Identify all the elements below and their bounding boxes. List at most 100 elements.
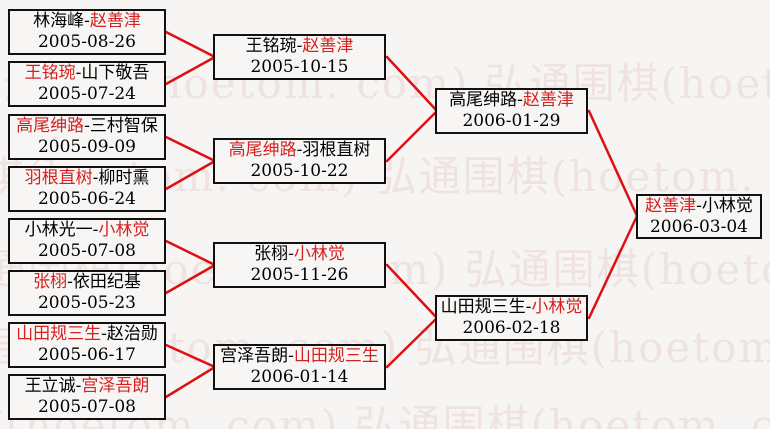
player-name: 高尾绅路 xyxy=(449,90,518,110)
match-players: 羽根直树-柳时熏 xyxy=(10,168,164,189)
match-date: 2005-08-26 xyxy=(37,32,136,52)
player-name: 山田规三生 xyxy=(440,297,526,317)
match-box-round2-3: 张栩-小林觉 2005-11-26 xyxy=(213,242,386,288)
player-name: 宫泽吾朗 xyxy=(220,346,289,366)
player-name: 宫泽吾朗 xyxy=(81,376,150,396)
match-players: 高尾绅路-三村智保 xyxy=(10,116,164,137)
player-name: 三村智保 xyxy=(89,116,158,136)
match-players: 宫泽吾朗-山田规三生 xyxy=(215,346,384,367)
match-players: 张栩-依田纪基 xyxy=(10,272,164,293)
player-name: 王铭琬 xyxy=(24,63,76,83)
player-name: 张栩 xyxy=(254,244,289,264)
match-date: 2005-11-26 xyxy=(250,265,349,285)
player-name: 赵善津 xyxy=(302,36,354,56)
match-date: 2006-03-04 xyxy=(649,216,748,237)
match-box-semifinal-1: 高尾绅路-赵善津 2006-01-29 xyxy=(435,88,588,134)
connector-line xyxy=(587,214,639,320)
connector-line xyxy=(385,316,439,369)
vs-dash: - xyxy=(84,11,90,31)
vs-dash: - xyxy=(75,376,82,396)
connector-line xyxy=(164,263,217,295)
player-name: 高尾绅路 xyxy=(228,140,297,160)
match-date: 2005-07-24 xyxy=(37,84,136,104)
connector-line xyxy=(164,365,217,399)
player-name: 羽根直树 xyxy=(302,140,371,160)
player-name: 高尾绅路 xyxy=(16,116,85,136)
match-box-round1-7: 山田规三生-赵治勋 2005-06-17 xyxy=(8,322,166,368)
match-date: 2006-01-14 xyxy=(250,367,349,387)
match-players: 王铭琬-赵善津 xyxy=(215,36,384,57)
match-date: 2005-07-08 xyxy=(37,241,136,261)
player-name: 张栩 xyxy=(33,272,68,292)
match-box-round1-6: 张栩-依田纪基 2005-05-23 xyxy=(8,270,166,316)
match-date: 2005-10-15 xyxy=(250,57,349,77)
player-name: 赵善津 xyxy=(522,90,574,110)
vs-dash: - xyxy=(92,168,99,188)
player-name: 小林光一 xyxy=(24,220,93,240)
player-name: 山下敬吾 xyxy=(81,63,150,83)
player-name: 小林觉 xyxy=(531,297,583,317)
match-box-final: 赵善津-小林觉 2006-03-04 xyxy=(636,194,762,239)
match-date: 2005-05-23 xyxy=(37,293,136,313)
match-box-round2-1: 王铭琬-赵善津 2005-10-15 xyxy=(213,34,386,80)
player-name: 王铭琬 xyxy=(245,36,297,56)
player-name: 赵善津 xyxy=(89,11,141,31)
connector-line xyxy=(385,263,439,320)
player-name: 小林觉 xyxy=(701,195,753,216)
connector-line xyxy=(164,55,217,86)
vs-dash: - xyxy=(696,195,702,216)
match-date: 2006-02-18 xyxy=(462,318,561,338)
match-box-semifinal-2: 山田规三生-小林觉 2006-02-18 xyxy=(435,295,588,341)
match-players: 山田规三生-小林觉 xyxy=(437,297,586,318)
match-date: 2005-06-24 xyxy=(37,189,136,209)
match-players: 张栩-小林觉 xyxy=(215,244,384,265)
vs-dash: - xyxy=(288,346,294,366)
player-name: 依田纪基 xyxy=(72,272,141,292)
vs-dash: - xyxy=(84,116,90,136)
player-name: 柳时熏 xyxy=(98,168,150,188)
connector-line xyxy=(164,135,217,163)
connector-line xyxy=(385,55,439,113)
match-players: 小林光一-小林觉 xyxy=(10,220,164,241)
match-box-round1-1: 林海峰-赵善津 2005-08-26 xyxy=(8,9,166,55)
connector-line xyxy=(164,239,217,267)
player-name: 林海峰 xyxy=(33,11,85,31)
match-date: 2005-06-17 xyxy=(37,345,136,365)
player-name: 小林觉 xyxy=(98,220,150,240)
match-box-round1-4: 羽根直树-柳时熏 2005-06-24 xyxy=(8,166,166,212)
connector-line xyxy=(164,30,217,59)
vs-dash: - xyxy=(296,140,303,160)
match-players: 高尾绅路-羽根直树 xyxy=(215,140,384,161)
match-box-round1-8: 王立诚-宫泽吾朗 2005-07-08 xyxy=(8,374,166,420)
connector-line xyxy=(385,109,439,163)
match-players: 高尾绅路-赵善津 xyxy=(437,90,586,111)
connector-line xyxy=(164,159,217,191)
player-name: 山田规三生 xyxy=(16,324,102,344)
match-box-round1-3: 高尾绅路-三村智保 2005-09-09 xyxy=(8,114,166,160)
vs-dash: - xyxy=(525,297,532,317)
player-name: 羽根直树 xyxy=(24,168,93,188)
match-players: 赵善津-小林觉 xyxy=(638,196,760,217)
player-name: 赵善津 xyxy=(645,195,697,216)
connector-line xyxy=(587,109,639,218)
match-box-round2-2: 高尾绅路-羽根直树 2005-10-22 xyxy=(213,138,386,184)
match-players: 林海峰-赵善津 xyxy=(10,11,164,32)
vs-dash: - xyxy=(67,272,73,292)
match-box-round1-5: 小林光一-小林觉 2005-07-08 xyxy=(8,218,166,264)
match-box-round2-4: 宫泽吾朗-山田规三生 2006-01-14 xyxy=(213,344,386,390)
match-box-round1-2: 王铭琬-山下敬吾 2005-07-24 xyxy=(8,61,166,107)
match-players: 王铭琬-山下敬吾 xyxy=(10,63,164,84)
player-name: 赵治勋 xyxy=(106,324,158,344)
vs-dash: - xyxy=(517,90,523,110)
match-date: 2005-10-22 xyxy=(250,161,349,181)
match-date: 2006-01-29 xyxy=(462,111,561,131)
player-name: 王立诚 xyxy=(24,376,76,396)
vs-dash: - xyxy=(75,63,82,83)
match-players: 王立诚-宫泽吾朗 xyxy=(10,376,164,397)
vs-dash: - xyxy=(296,36,303,56)
match-date: 2005-09-09 xyxy=(37,137,136,157)
connector-line xyxy=(164,343,217,369)
player-name: 山田规三生 xyxy=(293,346,379,366)
